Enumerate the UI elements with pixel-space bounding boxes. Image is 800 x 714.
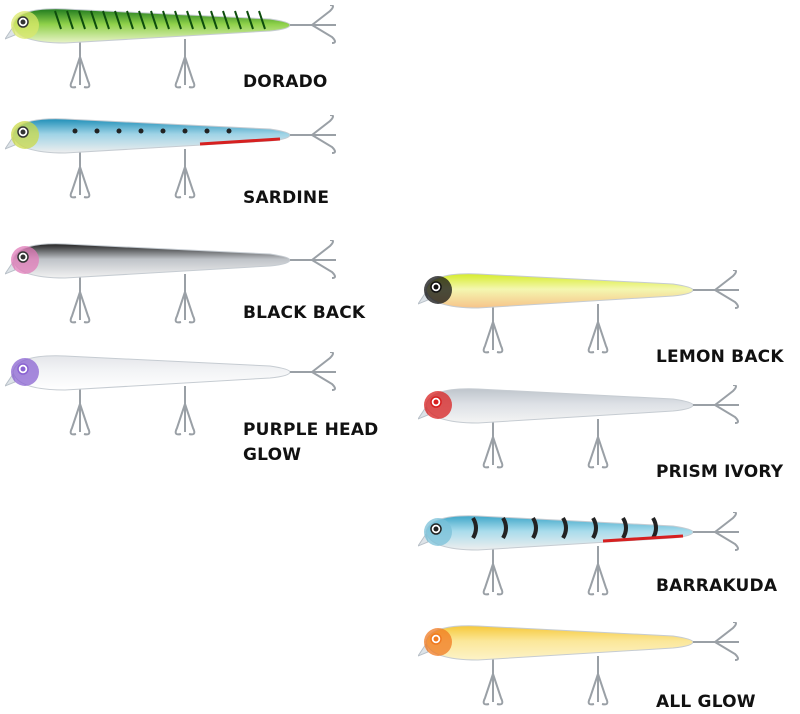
belly-accent (199, 137, 281, 146)
lure-body (425, 625, 694, 661)
stripe (162, 10, 170, 30)
treble-hook-icon (69, 39, 91, 89)
treble-hook-icon (482, 419, 504, 469)
treble-hook-icon (587, 546, 609, 596)
lure-black-back (5, 240, 336, 324)
lure-purple-head-glow (5, 352, 336, 436)
stripe (138, 10, 146, 30)
lure-pupil (433, 526, 439, 532)
stripe (246, 10, 254, 30)
tail-hook-icon (290, 352, 336, 391)
lure-all-glow (418, 622, 739, 706)
lure-lemon-back (418, 270, 739, 354)
label-sardine: SARDINE (243, 188, 330, 208)
spot (94, 128, 100, 134)
treble-hook-icon (174, 386, 196, 436)
lure-barrakuda (418, 512, 739, 596)
treble-hook-icon (482, 304, 504, 354)
spot (182, 128, 188, 134)
bar-stripe (621, 516, 628, 540)
tail-hook-icon (693, 622, 739, 661)
stripe (90, 10, 98, 30)
lure-body (12, 243, 291, 279)
bar-stripe (501, 516, 508, 540)
spot (116, 128, 122, 134)
stripe (210, 10, 218, 30)
lure-body (12, 355, 291, 391)
tail-hook-icon (693, 512, 739, 551)
lure-pupil (20, 254, 26, 260)
treble-hook-icon (69, 274, 91, 324)
label-lemon-back: LEMON BACK (656, 347, 784, 367)
stripe (150, 10, 158, 30)
tail-hook-icon (290, 240, 336, 279)
label-prism-ivory: PRISM IVORY (656, 462, 784, 482)
stripe (198, 10, 206, 30)
bar-stripe (531, 516, 538, 540)
stripe (78, 10, 86, 30)
lure-pupil (433, 284, 439, 290)
spot (72, 128, 78, 134)
spot (138, 128, 144, 134)
tail-hook-icon (290, 5, 336, 44)
treble-hook-icon (174, 39, 196, 89)
label-black-back: BLACK BACK (243, 303, 366, 323)
stripe (66, 10, 74, 30)
lure-prism-ivory (418, 385, 739, 469)
label-purple-head-glow-line2: GLOW (243, 445, 302, 465)
tail-hook-icon (290, 115, 336, 154)
treble-hook-icon (174, 274, 196, 324)
stripe (102, 10, 110, 30)
lure-pupil (433, 399, 439, 405)
lure-pupil (433, 636, 439, 642)
bar-stripe (561, 516, 568, 540)
stripe (222, 10, 230, 30)
label-purple-head-glow-line1: PURPLE HEAD (243, 420, 379, 440)
lure-pupil (20, 366, 26, 372)
lure-body (12, 118, 291, 154)
treble-hook-icon (587, 656, 609, 706)
spot (226, 128, 232, 134)
spot (204, 128, 210, 134)
stripe (114, 10, 122, 30)
lure-dorado (5, 5, 336, 89)
lure-body (425, 388, 694, 424)
treble-hook-icon (69, 149, 91, 199)
label-all-glow: ALL GLOW (656, 692, 756, 712)
label-barrakuda: BARRAKUDA (656, 576, 778, 596)
treble-hook-icon (69, 386, 91, 436)
stripe (234, 10, 242, 30)
stripe (258, 10, 266, 30)
treble-hook-icon (482, 656, 504, 706)
spot (160, 128, 166, 134)
stripe (174, 10, 182, 30)
stripe (186, 10, 194, 30)
lure-body (425, 273, 694, 309)
lure-pupil (20, 19, 26, 25)
treble-hook-icon (587, 304, 609, 354)
lure-sardine (5, 115, 336, 199)
lure-pupil (20, 129, 26, 135)
bar-stripe (471, 516, 478, 540)
belly-accent (602, 534, 684, 543)
tail-hook-icon (693, 385, 739, 424)
treble-hook-icon (174, 149, 196, 199)
stripe (126, 10, 134, 30)
bar-stripe (591, 516, 598, 540)
label-dorado: DORADO (243, 72, 328, 92)
treble-hook-icon (587, 419, 609, 469)
stripe (54, 10, 62, 30)
treble-hook-icon (482, 546, 504, 596)
tail-hook-icon (693, 270, 739, 309)
